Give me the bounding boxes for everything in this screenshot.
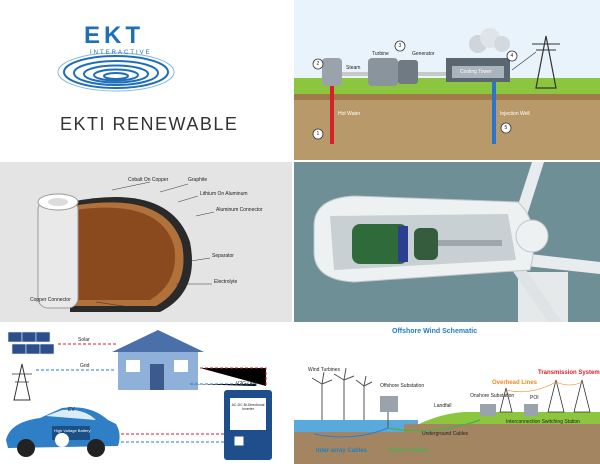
geothermal-panel: 1 2 3 4 5 Steam Turbine Generator Coolin… xyxy=(294,0,600,160)
label-cooling-tower: Cooling Tower xyxy=(460,69,492,75)
label-interconnection: Interconnection Switching Station xyxy=(506,419,580,425)
label-ev: EV xyxy=(68,407,75,413)
label-onshore-substation: Onshore Substation xyxy=(470,393,515,399)
solar-panel-icon xyxy=(7,331,55,355)
offshore-wind-diagram xyxy=(294,324,600,464)
label-landfall: Landfall xyxy=(434,403,452,409)
label-poi: POI xyxy=(530,395,539,401)
label-copper-connector: Copper Connector xyxy=(30,297,71,303)
label-underground-cables: Underground Cables xyxy=(422,431,469,437)
offshore-panel: Offshore Wind Schematic Wind Turbines Of… xyxy=(294,324,600,464)
nacelle-panel xyxy=(294,162,600,322)
step-1: 1 xyxy=(316,130,320,137)
v2g-diagram xyxy=(0,324,292,464)
wind-nacelle-illustration xyxy=(294,162,600,322)
step-4: 4 xyxy=(510,52,514,59)
label-turbine: Turbine xyxy=(372,51,389,57)
logo-title: EKTI RENEWABLE xyxy=(60,114,239,134)
battery-cell-illustration xyxy=(0,162,292,322)
label-electrolyte: Electrolyte xyxy=(214,279,238,285)
label-solar: Solar xyxy=(78,337,90,343)
label-cobalt: Cobalt On Copper xyxy=(128,177,169,183)
label-wind-turbines: Wind Turbines xyxy=(308,367,340,373)
label-grid: Grid xyxy=(80,363,90,369)
logo-ripple-icon xyxy=(57,52,175,92)
offshore-title: Offshore Wind Schematic xyxy=(392,328,478,335)
label-aluminum-connector: Aluminum Connector xyxy=(216,207,263,213)
label-export-cables: Export Cables xyxy=(388,448,429,454)
step-2: 2 xyxy=(316,60,320,67)
label-hot-water: Hot Water xyxy=(338,111,361,117)
label-inter-array: Inter-array Cables xyxy=(316,448,368,454)
logo-panel: EKT INTERACTIVE EKTI RENEWABLE xyxy=(0,0,292,160)
v2g-panel: Solar Grid EV High Voltage Battery V2G U… xyxy=(0,324,292,464)
geothermal-scene xyxy=(294,0,600,160)
battery-panel: Cobalt On Copper Graphite Lithium On Alu… xyxy=(0,162,292,322)
logo-mark: EKT xyxy=(84,22,144,49)
label-inverter: AC-DC Bi-Directional Inverter xyxy=(231,403,265,411)
step-3: 3 xyxy=(398,42,402,49)
step-5: 5 xyxy=(504,124,508,131)
label-lithium: Lithium On Aluminum xyxy=(200,191,248,197)
label-offshore-substation: Offshore Substation xyxy=(380,383,425,389)
label-separator: Separator xyxy=(212,253,234,259)
label-transmission-system: Transmission System xyxy=(538,370,600,376)
label-graphite: Graphite xyxy=(188,177,208,183)
label-steam: Steam xyxy=(346,65,361,71)
logo-sub: INTERACTIVE xyxy=(90,50,152,56)
label-generator: Generator xyxy=(412,51,435,57)
label-battery: High Voltage Battery xyxy=(54,428,91,433)
label-v2g-unit: V2G Unit xyxy=(236,381,257,387)
label-overhead-lines: Overhead Lines xyxy=(492,380,538,386)
label-injection-well: Injection Well xyxy=(500,111,530,117)
